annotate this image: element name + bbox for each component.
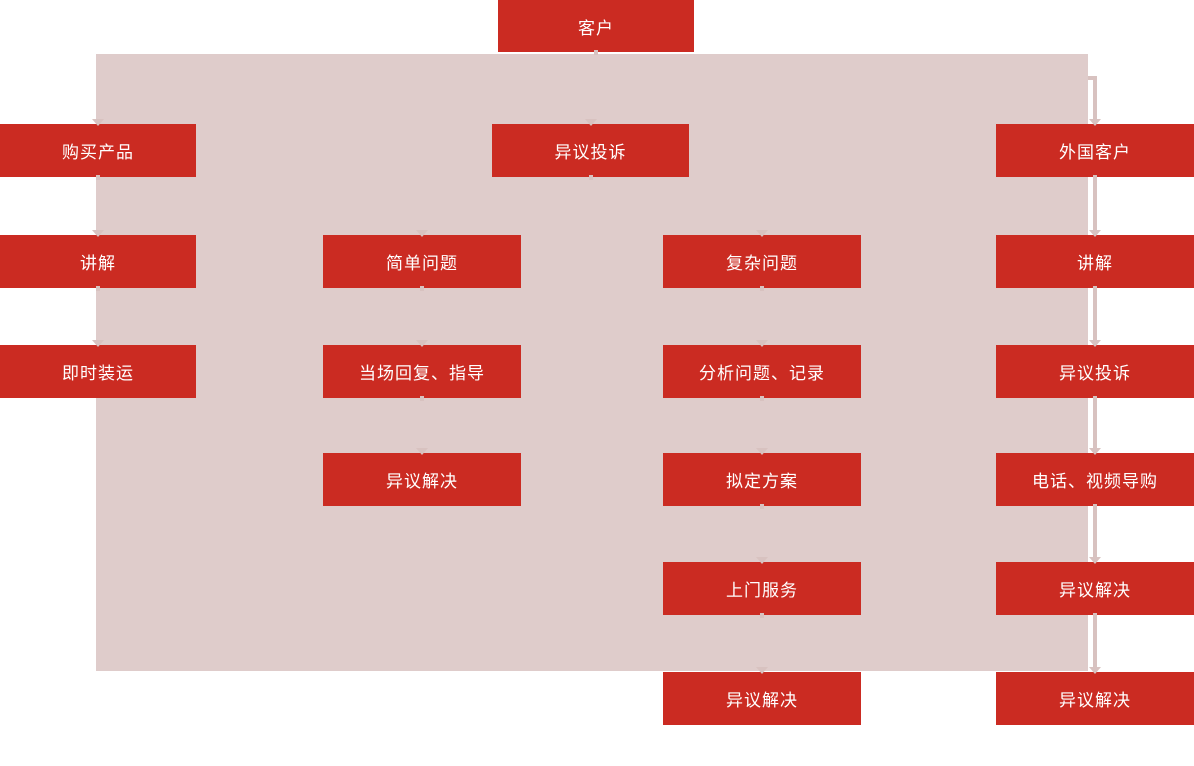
connector-stub — [594, 50, 598, 55]
node-objection-resolved-complex: 异议解决 — [663, 672, 861, 725]
connector-stub — [589, 175, 593, 180]
node-onsite-reply-guidance: 当场回复、指导 — [323, 345, 521, 398]
arrowhead-down-icon — [756, 340, 768, 347]
arrowhead-down-icon — [92, 340, 104, 347]
connector-line — [1093, 290, 1097, 341]
connector-stub — [1093, 504, 1097, 509]
connector-stub — [760, 613, 764, 618]
arrowhead-down-icon — [416, 340, 428, 347]
arrowhead-down-icon — [756, 230, 768, 237]
node-analyze-problem-record: 分析问题、记录 — [663, 345, 861, 398]
arrowhead-down-icon — [1089, 667, 1101, 674]
arrowhead-down-icon — [1089, 340, 1101, 347]
arrowhead-down-icon — [1089, 448, 1101, 455]
connector-stub — [1093, 396, 1097, 401]
arrowhead-down-icon — [1089, 230, 1101, 237]
node-objection-resolved-right-2: 异议解决 — [996, 672, 1194, 725]
arrowhead-down-icon — [756, 667, 768, 674]
node-simple-problem: 简单问题 — [323, 235, 521, 288]
connector-stub — [760, 504, 764, 509]
arrowhead-down-icon — [92, 119, 104, 126]
node-complex-problem: 复杂问题 — [663, 235, 861, 288]
connector-line — [1093, 80, 1097, 119]
arrowhead-down-icon — [416, 448, 428, 455]
arrowhead-down-icon — [756, 448, 768, 455]
arrowhead-down-icon — [585, 119, 597, 126]
connector-line — [1093, 617, 1097, 668]
connector-line — [1093, 400, 1097, 449]
node-customer: 客户 — [498, 0, 694, 52]
node-buy-product: 购买产品 — [0, 124, 196, 177]
connector-stub — [1093, 175, 1097, 180]
connector-stub — [96, 175, 100, 180]
connector-line — [1093, 179, 1097, 231]
connector-stub — [420, 286, 424, 291]
connector-line — [1093, 508, 1097, 558]
node-phone-video-guide: 电话、视频导购 — [996, 453, 1194, 506]
arrowhead-down-icon — [1089, 119, 1101, 126]
node-objection-complaint-center: 异议投诉 — [492, 124, 689, 177]
node-explain-right: 讲解 — [996, 235, 1194, 288]
arrowhead-down-icon — [92, 230, 104, 237]
connector-stub — [760, 286, 764, 291]
connector-stub — [420, 396, 424, 401]
connector-stub — [96, 286, 100, 291]
node-immediate-shipment: 即时装运 — [0, 345, 196, 398]
connector-stub — [1093, 286, 1097, 291]
arrowhead-down-icon — [416, 230, 428, 237]
node-foreign-customer: 外国客户 — [996, 124, 1194, 177]
node-objection-resolved-right-1: 异议解决 — [996, 562, 1194, 615]
node-objection-complaint-right: 异议投诉 — [996, 345, 1194, 398]
connector-stub — [760, 396, 764, 401]
node-draft-plan: 拟定方案 — [663, 453, 861, 506]
node-objection-resolved-simple: 异议解决 — [323, 453, 521, 506]
connector-stub — [1093, 613, 1097, 618]
arrowhead-down-icon — [1089, 557, 1101, 564]
arrowhead-down-icon — [756, 557, 768, 564]
node-explain-left: 讲解 — [0, 235, 196, 288]
node-door-to-door-service: 上门服务 — [663, 562, 861, 615]
